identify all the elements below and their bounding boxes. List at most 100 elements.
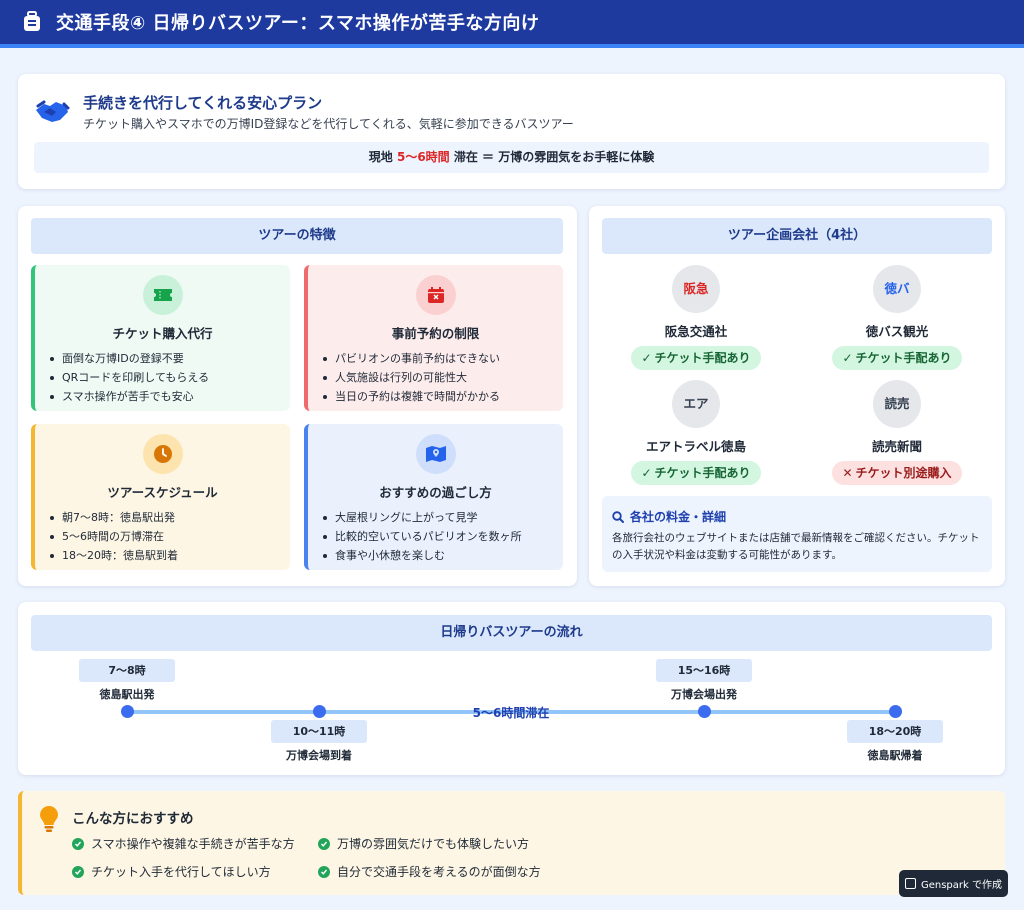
clock-icon-wrap: [142, 434, 183, 474]
company-name: エアトラベル徳島: [645, 439, 746, 454]
company-logo: エア: [672, 380, 720, 428]
feature-title: ツアースケジュール: [107, 485, 218, 500]
luggage-icon: [24, 11, 40, 31]
lightbulb-icon: [40, 806, 58, 832]
features-card: ツアーの特徴 チケット購入代行 面倒な万博IDの登録不要 QRコードを印刷しても…: [18, 206, 577, 586]
list-item: 当日の予約は複雑で時間がかかる: [322, 387, 500, 406]
pricing-info-text: 各旅行会社のウェブサイトまたは店舗で最新情報をご確認ください。チケットの入手状況…: [612, 532, 980, 561]
check-circle-icon: [318, 837, 330, 850]
check-circle-icon: [318, 865, 330, 878]
status-badge: ✓チケット手配あり: [631, 461, 761, 485]
genspark-logo-icon: [904, 878, 916, 889]
stay-summary-prefix: 現地: [368, 150, 397, 164]
recommend-title: こんな方におすすめ: [72, 811, 194, 827]
list-item: 自分で交通手段を考えるのが面倒な方: [318, 863, 541, 880]
companies-card: ツアー企画会社（4社） 阪急 阪急交通社 ✓チケット手配あり 徳バ 徳バス観光 …: [589, 206, 1005, 586]
timeline-place: 徳島駅帰着: [867, 749, 923, 762]
list-item: パビリオンの事前予約はできない: [322, 349, 500, 368]
features-title: ツアーの特徴: [31, 218, 563, 254]
stay-duration-label: 5〜6時間滞在: [472, 706, 550, 720]
status-label: チケット手配あり: [654, 466, 751, 480]
pricing-info-label: 各社の料金・詳細: [630, 510, 727, 524]
recommend-item-label: 自分で交通手段を考えるのが面倒な方: [337, 865, 541, 879]
feature-title: おすすめの過ごし方: [379, 485, 492, 500]
page-title: 交通手段④ 日帰りバスツアー：スマホ操作が苦手な方向け: [56, 13, 540, 34]
company-name: 阪急交通社: [664, 324, 728, 339]
search-icon: [612, 510, 624, 523]
map-icon-wrap: [415, 434, 456, 474]
feature-reservation-limits: 事前予約の制限 パビリオンの事前予約はできない 人気施設は行列の可能性大 当日の…: [304, 265, 563, 411]
timeline-dot: [698, 705, 711, 718]
clock-icon: [153, 445, 172, 463]
check-icon: ✓: [641, 466, 652, 480]
list-item: 万博の雰囲気だけでも体験したい方: [318, 835, 529, 852]
company-name: 読売新聞: [871, 439, 922, 454]
status-badge: ✓チケット手配あり: [832, 346, 962, 370]
feature-recommended-plan: おすすめの過ごし方 大屋根リングに上がって見学 比較的空いているパビリオンを数ヶ…: [304, 424, 563, 570]
company-name: 徳バス観光: [865, 324, 929, 339]
list-item: QRコードを印刷してもらえる: [49, 368, 209, 387]
timeline-place: 徳島駅出発: [99, 688, 155, 701]
list-item: 18〜20時：徳島駅到着: [49, 546, 178, 565]
timeline-time: 18〜20時: [847, 720, 943, 743]
check-circle-icon: [72, 837, 84, 850]
list-item: 人気施設は行列の可能性大: [322, 368, 500, 387]
company-yomiuri: 読売 読売新聞 ✕チケット別途購入: [827, 380, 967, 485]
recommend-item-label: スマホ操作や複雑な手続きが苦手な方: [91, 837, 295, 851]
company-logo: 徳バ: [873, 265, 921, 313]
intro-title: 手続きを代行してくれる安心プラン: [83, 94, 323, 112]
stay-summary-suffix: 滞在 ＝ 万博の雰囲気をお手軽に体験: [449, 150, 655, 164]
intro-card: 手続きを代行してくれる安心プラン チケット購入やスマホでの万博ID登録などを代行…: [18, 74, 1005, 189]
tour-flow-card: 日帰りバスツアーの流れ 5〜6時間滞在 7〜8時 徳島駅出発 10〜11時 万博…: [18, 602, 1005, 775]
timeline-dot: [889, 705, 902, 718]
list-item: 食事や小休憩を楽しむ: [322, 546, 522, 565]
check-icon: ✓: [641, 351, 652, 365]
map-pin-icon: [425, 446, 446, 462]
feature-list: 大屋根リングに上がって見学 比較的空いているパビリオンを数ヶ所 食事や小休憩を楽…: [322, 508, 522, 565]
list-item: 比較的空いているパビリオンを数ヶ所: [322, 527, 522, 546]
recommend-box: こんな方におすすめ スマホ操作や複雑な手続きが苦手な方 万博の雰囲気だけでも体験…: [18, 791, 1005, 895]
list-item: 大屋根リングに上がって見学: [322, 508, 522, 527]
check-circle-icon: [72, 865, 84, 878]
company-hankyu: 阪急 阪急交通社 ✓チケット手配あり: [626, 265, 766, 370]
status-label: チケット手配あり: [855, 351, 952, 365]
status-badge: ✓チケット手配あり: [631, 346, 761, 370]
status-label: チケット手配あり: [654, 351, 751, 365]
handshake-icon: [36, 100, 70, 122]
recommend-item-label: 万博の雰囲気だけでも体験したい方: [337, 837, 530, 851]
feature-title: チケット購入代行: [112, 326, 213, 341]
timeline-place: 万博会場到着: [286, 749, 352, 762]
timeline-time: 15〜16時: [656, 659, 752, 682]
list-item: スマホ操作が苦手でも安心: [49, 387, 209, 406]
ticket-icon: [153, 289, 172, 301]
timeline-dot: [121, 705, 134, 718]
status-badge: ✕チケット別途購入: [832, 461, 962, 485]
list-item: 5〜6時間の万博滞在: [49, 527, 178, 546]
feature-title: 事前予約の制限: [391, 326, 480, 341]
feature-list: 面倒な万博IDの登録不要 QRコードを印刷してもらえる スマホ操作が苦手でも安心: [49, 349, 209, 406]
feature-schedule: ツアースケジュール 朝7〜8時：徳島駅出発 5〜6時間の万博滞在 18〜20時：…: [31, 424, 290, 570]
genspark-badge-label: Genspark で作成: [920, 880, 1002, 891]
recommend-item-label: チケット入手を代行してほしい方: [91, 865, 271, 879]
company-logo: 読売: [873, 380, 921, 428]
list-item: チケット入手を代行してほしい方: [72, 863, 271, 880]
intro-subtitle: チケット購入やスマホでの万博ID登録などを代行してくれる、気軽に参加できるバスツ…: [83, 117, 574, 131]
genspark-badge[interactable]: Genspark で作成: [899, 870, 1008, 897]
page-header: 交通手段④ 日帰りバスツアー：スマホ操作が苦手な方向け: [0, 0, 1024, 48]
calendar-x-icon: [427, 287, 444, 303]
company-tokubus: 徳バ 徳バス観光 ✓チケット手配あり: [827, 265, 967, 370]
ticket-icon-wrap: [142, 275, 183, 315]
timeline-place: 万博会場出発: [671, 688, 737, 701]
feature-list: パビリオンの事前予約はできない 人気施設は行列の可能性大 当日の予約は複雑で時間…: [322, 349, 500, 406]
tour-flow-title: 日帰りバスツアーの流れ: [31, 615, 992, 651]
company-airtravel: エア エアトラベル徳島 ✓チケット手配あり: [626, 380, 766, 485]
companies-title: ツアー企画会社（4社）: [602, 218, 992, 254]
status-label: チケット別途購入: [855, 466, 952, 480]
check-icon: ✓: [842, 351, 853, 365]
list-item: 朝7〜8時：徳島駅出発: [49, 508, 178, 527]
pricing-info-box: 各社の料金・詳細 各旅行会社のウェブサイトまたは店舗で最新情報をご確認ください。…: [602, 496, 992, 572]
stay-summary-bar: 現地 5〜6時間 滞在 ＝ 万博の雰囲気をお手軽に体験: [34, 142, 989, 173]
timeline-time: 10〜11時: [271, 720, 367, 743]
timeline-time: 7〜8時: [79, 659, 175, 682]
timeline-line: [127, 710, 895, 714]
